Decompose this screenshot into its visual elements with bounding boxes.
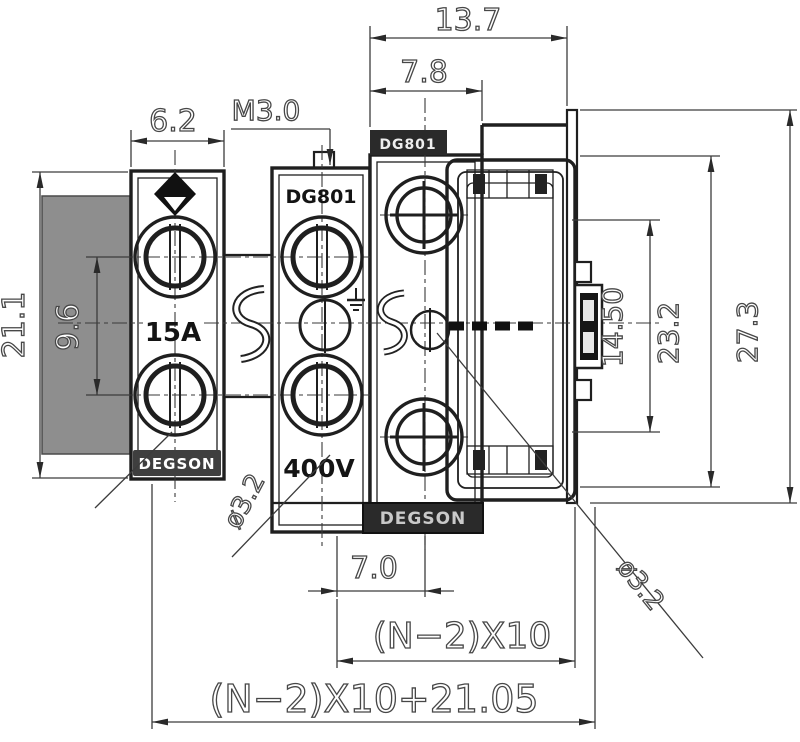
- screw-terminal: [384, 175, 464, 255]
- wire-range-symbol: [232, 285, 271, 363]
- front-view-details: DG801 400V: [232, 186, 408, 483]
- svg-text:7.0: 7.0: [350, 551, 398, 586]
- screw-terminal: [280, 215, 364, 299]
- dim-body-height: 23.2: [580, 155, 720, 488]
- mounting-panel: [41, 195, 131, 455]
- dim-upper-body-width: 7.8: [370, 54, 483, 121]
- screw-terminal: [280, 353, 364, 437]
- svg-text:23.2: 23.2: [652, 302, 685, 364]
- svg-text:M3.0: M3.0: [232, 94, 301, 127]
- brand-plate: [133, 450, 221, 476]
- svg-text:9.6: 9.6: [51, 303, 86, 351]
- model-label-front: DG801: [285, 186, 356, 208]
- brand-label-left: DEGSON: [138, 455, 215, 473]
- dim-overall-top-width: 13.7: [369, 2, 568, 127]
- diamond-arrow-icon: [164, 197, 186, 211]
- brand-label-bottom: DEGSON: [380, 509, 467, 529]
- dim-end-section-width: 6.2: [130, 103, 225, 167]
- left-end-view-details: 15A DEGSON: [133, 172, 221, 476]
- brand-plate-bottom: [362, 502, 484, 534]
- screw-terminal: [384, 397, 464, 477]
- voltage-rating-label: 400V: [283, 454, 355, 483]
- dim-pole-span: (N−2)X10: [336, 507, 576, 668]
- dim-pin-section-height: 14.50: [572, 219, 660, 433]
- model-label-top: DG801: [379, 137, 436, 153]
- ground-symbol-icon: [347, 288, 365, 311]
- svg-text:14.50: 14.50: [596, 287, 629, 367]
- dim-screw-thread: M3.0: [231, 93, 334, 165]
- svg-text:21.1: 21.1: [0, 292, 32, 359]
- svg-text:(N−2)X10+21.05: (N−2)X10+21.05: [209, 677, 538, 721]
- end-view-outline: [129, 169, 226, 481]
- svg-text:13.7: 13.7: [435, 3, 502, 38]
- model-plate-top: [370, 130, 447, 155]
- wire-range-symbol: [377, 289, 408, 356]
- svg-text:6.2: 6.2: [149, 104, 197, 139]
- top-view-details: DG801 DEGSON: [362, 130, 604, 534]
- current-rating-label: 15A: [145, 318, 201, 348]
- screw-terminal: [133, 215, 217, 299]
- svg-text:(N−2)X10: (N−2)X10: [373, 616, 552, 657]
- screw-terminal: [133, 353, 217, 437]
- dim-lower-depth: 7.0: [308, 536, 454, 597]
- svg-text:27.3: 27.3: [731, 301, 764, 363]
- dim-screw-center-spacing: 9.6: [50, 256, 130, 396]
- dim-overall-height: 27.3: [580, 109, 797, 504]
- polarity-diamond-icon: [154, 172, 196, 216]
- dim-end-section-height: 21.1: [0, 171, 128, 479]
- svg-text:7.8: 7.8: [400, 55, 448, 90]
- left-end-view: [41, 169, 226, 481]
- dim-overall-length: (N−2)X10+21.05: [151, 484, 596, 729]
